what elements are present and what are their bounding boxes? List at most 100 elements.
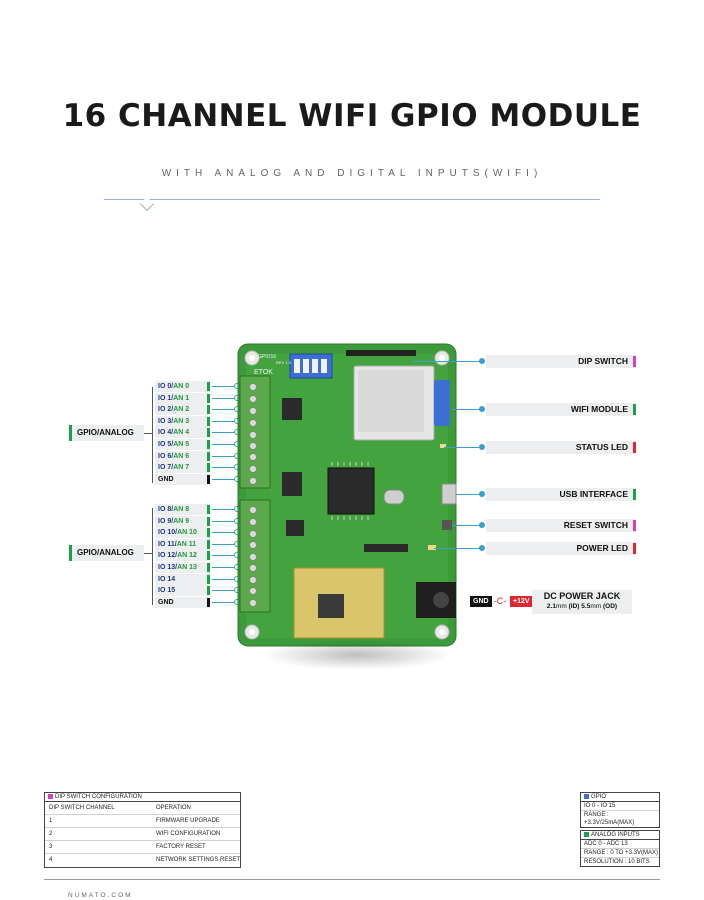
component-connector-line (456, 494, 480, 495)
pin-connector-line (212, 455, 234, 457)
component-label-marker (633, 489, 636, 500)
pin-io-text: IO 14 (158, 575, 176, 583)
pin-connector-line (212, 590, 234, 592)
group-bracket-bottom (152, 508, 153, 605)
footer-site: NUMATO.COM (68, 892, 133, 899)
component-label: RESET SWITCH (486, 519, 636, 532)
component-label-text: USB INTERFACE (559, 489, 628, 499)
pin-analog-text: AN 13 (177, 564, 197, 571)
pin-connector-line (212, 409, 234, 411)
pin-io-text: IO 9/ (158, 517, 174, 525)
pin-label: IO 12/AN 12 (155, 550, 210, 562)
gpio-board-image: ETOK GPIO16 REV 1.0 (237, 343, 457, 647)
group-connector-top (144, 433, 153, 434)
group-label-top: GPIO/ANALOG (69, 425, 144, 441)
board-marking-model: GPIO16 (258, 354, 276, 360)
pin-io-text: IO 2/ (158, 406, 174, 414)
component-connector-dot (479, 406, 485, 412)
analog-spec-box: ANALOG INPUTS ADC 0 - ADC 13 RANGE : 0 T… (580, 830, 660, 867)
pin-marker (207, 539, 210, 549)
pin-io-text: IO 4/ (158, 429, 174, 437)
pin-connector-line (212, 567, 234, 568)
component-connector-dot (479, 522, 485, 528)
dip-config-table: DIP SWITCH CONFIGURATION DIP SWITCH CHAN… (44, 792, 241, 868)
pin-connector-line (212, 467, 234, 469)
pin-connector-line (212, 601, 234, 603)
dc-power-jack-label: DC POWER JACK 2.1mm (ID) 5.5mm (OD) (532, 590, 632, 614)
pin-marker (207, 474, 210, 484)
pin-analog-text: AN 8 (173, 506, 190, 513)
pin-connector-line (212, 478, 234, 480)
component-connector-dot (479, 444, 485, 450)
component-label-text: STATUS LED (575, 442, 628, 452)
pin-marker (207, 440, 210, 449)
component-label-text: DIP SWITCH (578, 356, 628, 366)
pin-io-text: IO 13/ (158, 564, 178, 571)
pin-marker (207, 416, 210, 426)
pin-marker (207, 505, 210, 514)
pin-io-text: IO 6/ (158, 452, 174, 460)
pin-label: GND (155, 596, 210, 608)
pin-marker (207, 563, 210, 572)
component-label-marker (633, 520, 636, 531)
pin-label: IO 8/AN 8 (155, 504, 210, 515)
component-label-text: WIFI MODULE (570, 404, 628, 414)
pin-analog-text: AN 0 (173, 383, 190, 390)
pin-label: IO 7/AN 7 (155, 462, 210, 474)
pin-io-text: IO 1/ (158, 394, 174, 402)
pin-label: IO 0/AN 0 (155, 381, 210, 392)
gpio-spec-box: GPIO IO 0 - IO 15 RANGE : +3.3V/25mA(MAX… (580, 792, 660, 828)
pin-io-text: IO 10/ (158, 529, 178, 537)
pin-analog-text: AN 9 (173, 517, 190, 525)
pin-label: IO 5/AN 5 (155, 439, 210, 450)
component-connector-line (412, 361, 480, 362)
component-connector-line (452, 409, 480, 410)
pin-analog-text: AN 10 (177, 529, 197, 537)
component-label-marker (633, 543, 636, 554)
pin-marker (207, 597, 210, 607)
component-label-marker (633, 356, 636, 367)
pin-io-text: IO 7/ (158, 464, 174, 472)
dip-table-header: DIP SWITCH CONFIGURATION (45, 793, 240, 802)
group-bracket-top (152, 387, 153, 483)
component-label: POWER LED (486, 542, 636, 555)
pin-connector-line (212, 532, 234, 534)
pin-label: IO 2/AN 2 (155, 404, 210, 416)
pin-io-text: IO 12/ (158, 552, 178, 560)
dc-gnd-tag: GND (470, 596, 492, 607)
pin-label: IO 6/AN 6 (155, 450, 210, 462)
pin-analog-text: AN 3 (173, 417, 190, 425)
pin-marker (207, 586, 210, 596)
pin-analog-text: AN 11 (176, 540, 197, 548)
pin-connector-line (212, 555, 234, 557)
pin-io-text: IO 3/ (158, 417, 174, 425)
component-connector-line (452, 525, 480, 526)
pin-marker (207, 574, 210, 584)
pin-connector-line (212, 520, 234, 522)
pin-marker (207, 463, 210, 473)
pin-analog-text: AN 12 (177, 552, 197, 560)
pin-analog-text: AN 4 (173, 429, 190, 437)
pin-connector-line (212, 543, 234, 545)
pin-io-text: GND (158, 598, 174, 606)
dc-title: DC POWER JACK (543, 591, 621, 601)
component-connector-line (444, 447, 480, 448)
pin-label: IO 9/AN 9 (155, 515, 210, 527)
pin-io-text: IO 8/ (158, 506, 174, 513)
pin-label: GND (155, 473, 210, 485)
component-label-text: RESET SWITCH (563, 520, 628, 530)
pin-analog-text: AN 5 (173, 441, 190, 448)
pin-label: IO 11/AN 11 (155, 538, 210, 550)
board-marking-etok: ETOK (254, 369, 273, 376)
pin-analog-text: AN 6 (173, 452, 190, 460)
pin-connector-line (212, 386, 234, 387)
pin-label: IO 14 (155, 573, 210, 585)
pin-label: IO 13/AN 13 (155, 562, 210, 573)
pin-analog-text: AN 2 (173, 406, 190, 414)
pin-io-text: IO 15 (158, 587, 176, 595)
pin-marker (207, 393, 210, 403)
pin-label: IO 4/AN 4 (155, 427, 210, 439)
